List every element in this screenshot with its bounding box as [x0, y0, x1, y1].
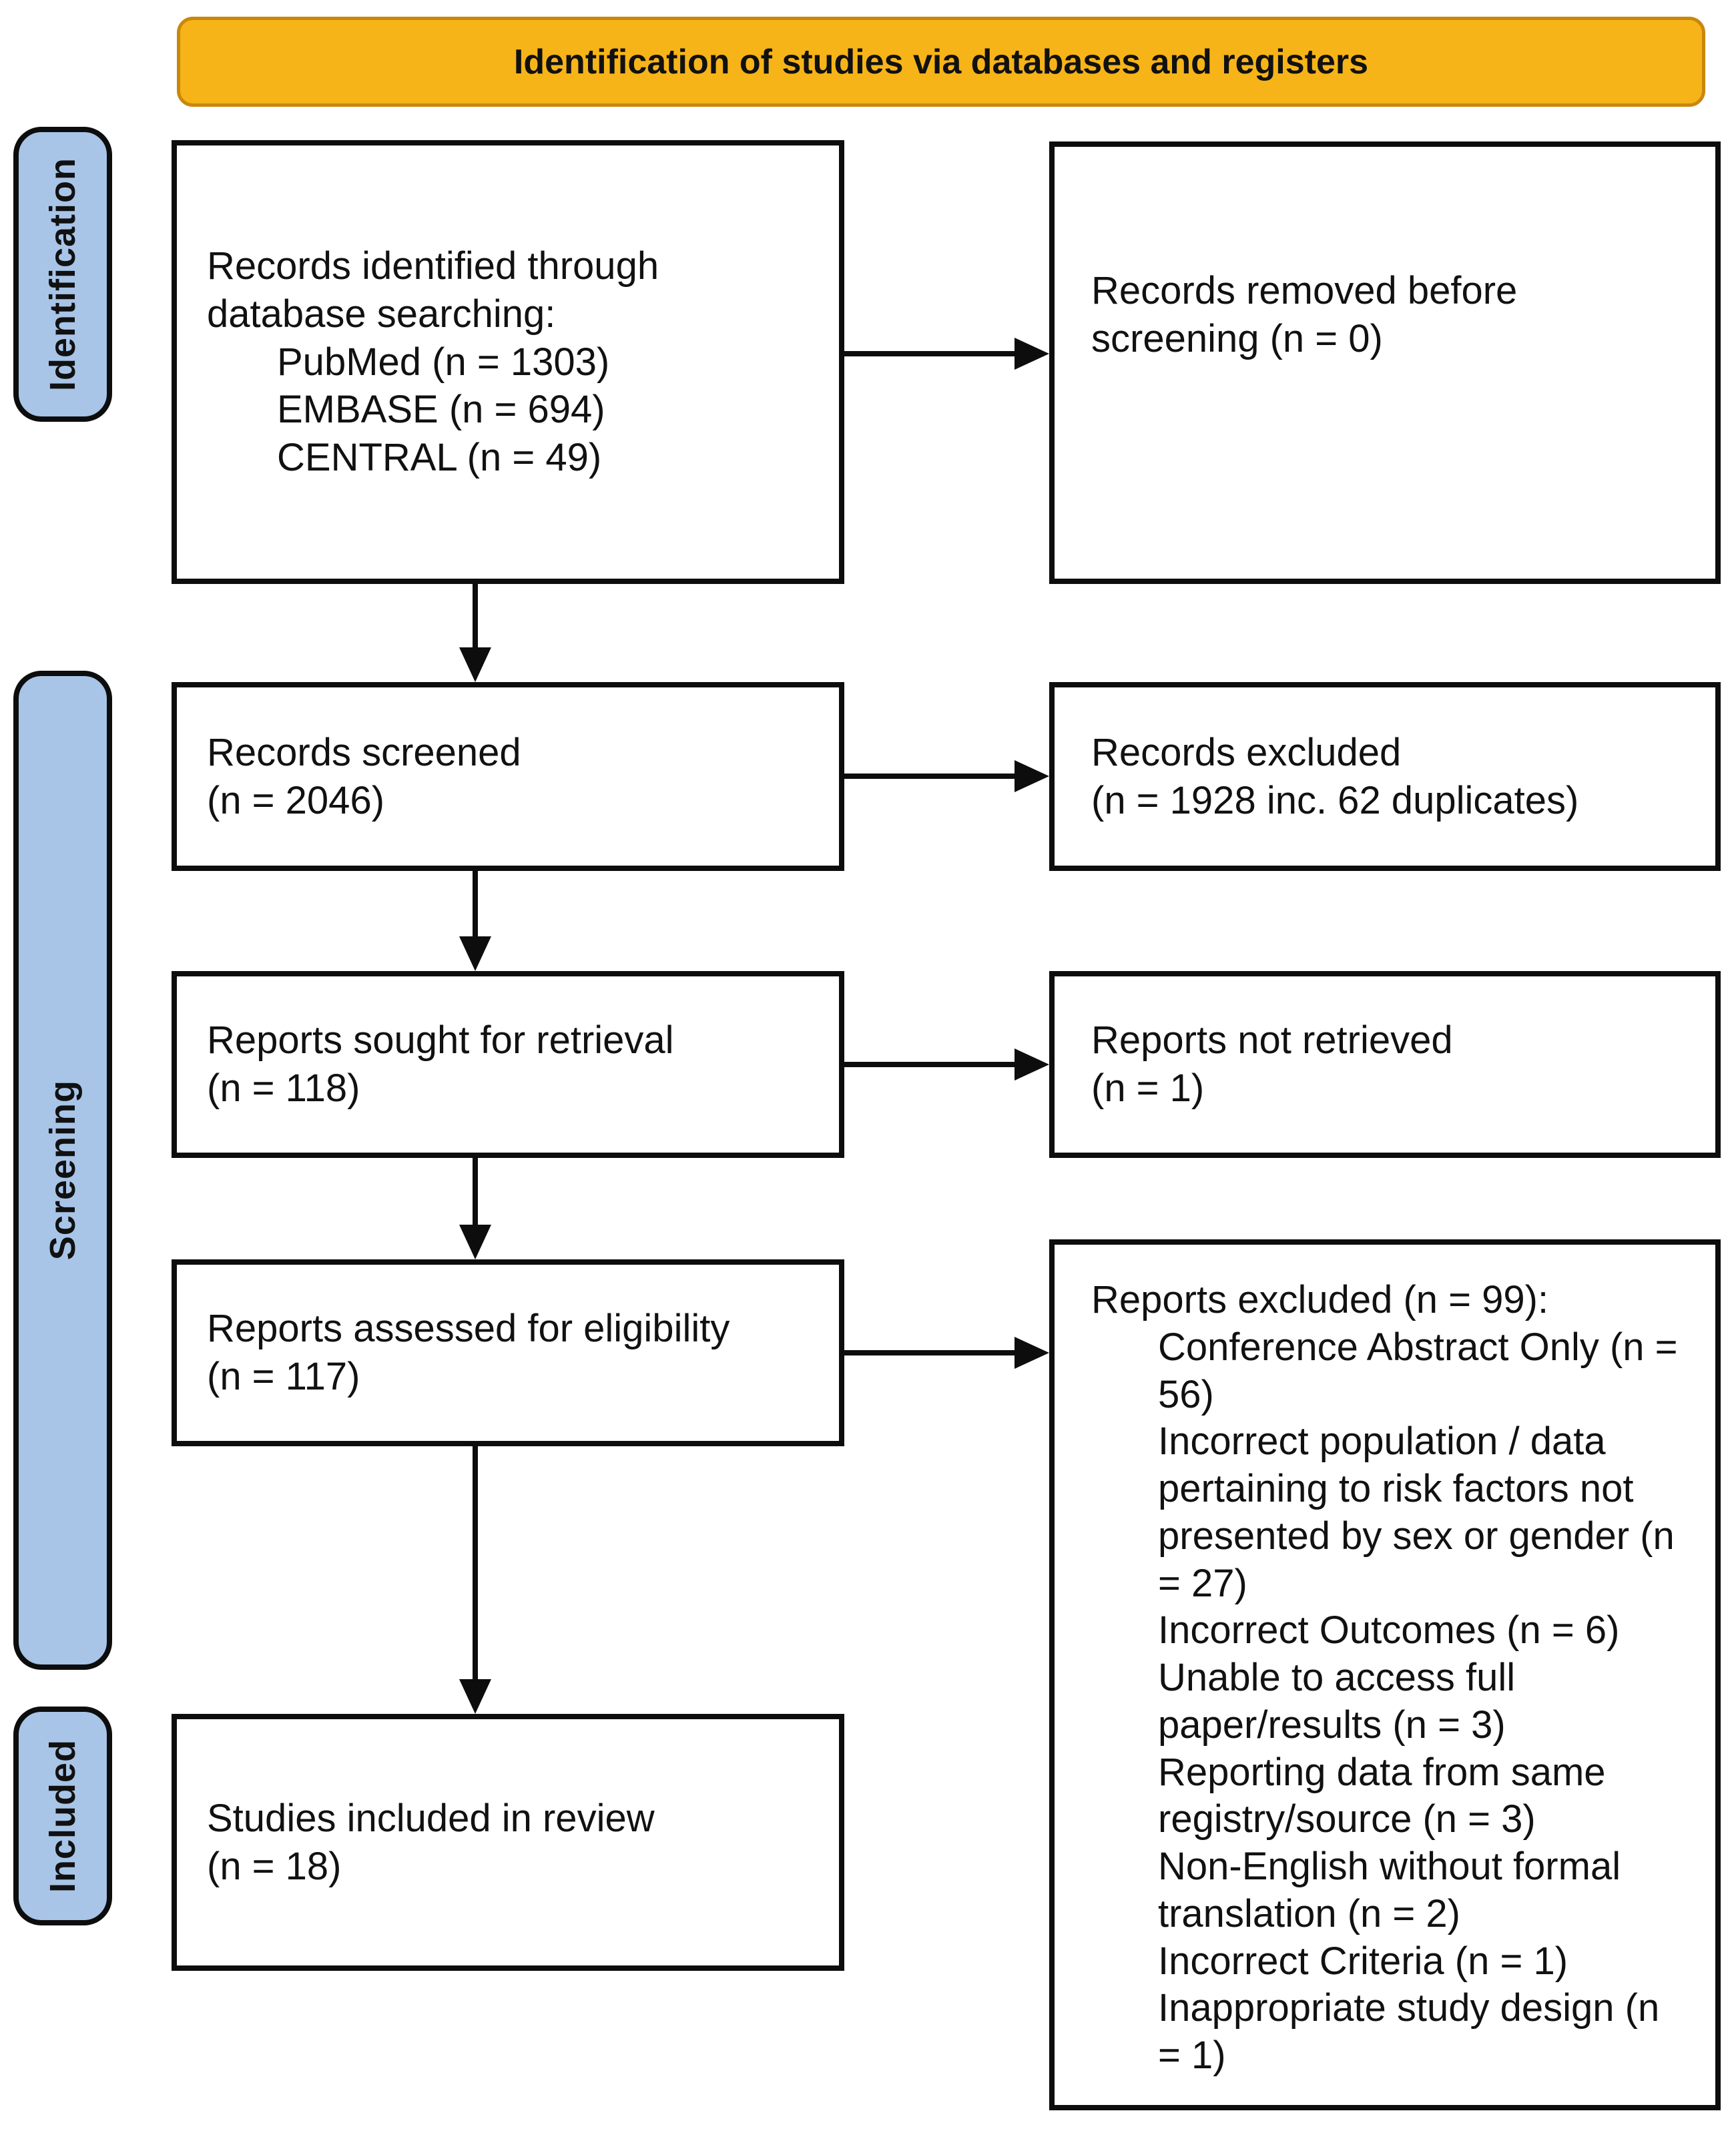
box-records-excluded: Records excluded (n = 1928 inc. 62 dupli… — [1049, 682, 1721, 871]
reports-assessed-label: Reports assessed for eligibility — [207, 1307, 730, 1351]
arrow-assessed-to-included-head — [459, 1679, 491, 1714]
arrow-sought-to-notretrieved-line — [844, 1062, 1015, 1067]
arrow-assessed-to-included-line — [473, 1446, 478, 1687]
source-central: CENTRAL (n = 49) — [277, 436, 602, 480]
exclusion-reason: Incorrect population / data pertaining t… — [1158, 1420, 1675, 1605]
stage-included: Included — [13, 1707, 112, 1925]
arrow-sought-to-notretrieved-head — [1015, 1048, 1049, 1081]
box-reports-sought: Reports sought for retrieval (n = 118) — [172, 971, 844, 1158]
stage-screening: Screening — [13, 671, 112, 1670]
reports-not-retrieved-label: Reports not retrieved — [1091, 1018, 1453, 1062]
records-excluded-count: (n = 1928 inc. 62 duplicates) — [1091, 778, 1579, 822]
studies-included-count: (n = 18) — [207, 1844, 342, 1888]
arrow-sought-to-assessed-line — [473, 1158, 478, 1233]
reports-assessed-count: (n = 117) — [207, 1355, 360, 1398]
arrow-identified-to-screened-line — [473, 584, 478, 655]
records-screened-count: (n = 2046) — [207, 778, 385, 822]
source-embase: EMBASE (n = 694) — [277, 388, 605, 432]
arrow-identified-to-removed-head — [1015, 338, 1049, 370]
reports-excluded-heading: Reports excluded (n = 99): — [1091, 1278, 1549, 1321]
stage-screening-label: Screening — [43, 1080, 83, 1261]
reports-not-retrieved-count: (n = 1) — [1091, 1066, 1205, 1110]
exclusion-reason: Incorrect Outcomes (n = 6) — [1158, 1608, 1620, 1652]
studies-included-label: Studies included in review — [207, 1796, 655, 1840]
records-identified-line1: Records identified through — [207, 244, 659, 288]
exclusion-reason: Reporting data from same registry/source… — [1158, 1750, 1606, 1841]
exclusion-reason: Inappropriate study design (n = 1) — [1158, 1986, 1660, 2077]
stage-identification-label: Identification — [43, 158, 83, 391]
exclusion-reason: Unable to access full paper/results (n =… — [1158, 1656, 1516, 1747]
records-screened-label: Records screened — [207, 730, 521, 774]
records-identified-line2: database searching: — [207, 292, 556, 336]
stage-included-label: Included — [43, 1739, 83, 1893]
arrow-identified-to-removed-line — [844, 351, 1015, 356]
arrow-screened-to-excluded-head — [1015, 760, 1049, 792]
arrow-screened-to-sought-line — [473, 871, 478, 944]
exclusion-reason: Incorrect Criteria (n = 1) — [1158, 1939, 1568, 1983]
arrow-identified-to-screened-head — [459, 647, 491, 682]
reports-sought-label: Reports sought for retrieval — [207, 1018, 674, 1062]
arrow-sought-to-assessed-head — [459, 1225, 491, 1259]
banner: Identification of studies via databases … — [177, 17, 1705, 107]
box-records-identified: Records identified through database sear… — [172, 140, 844, 584]
box-reports-excluded-reasons: Reports excluded (n = 99): Conference Ab… — [1049, 1239, 1721, 2110]
box-studies-included: Studies included in review (n = 18) — [172, 1714, 844, 1971]
source-pubmed: PubMed (n = 1303) — [277, 340, 610, 384]
arrow-screened-to-excluded-line — [844, 774, 1015, 779]
arrow-assessed-to-excludedreasons-line — [844, 1350, 1015, 1355]
records-removed-text: Records removed before screening (n = 0) — [1091, 269, 1518, 360]
box-records-removed: Records removed before screening (n = 0) — [1049, 141, 1721, 584]
arrow-screened-to-sought-head — [459, 936, 491, 971]
reports-sought-count: (n = 118) — [207, 1066, 360, 1110]
exclusion-reason: Non-English without formal translation (… — [1158, 1845, 1621, 1935]
box-reports-assessed: Reports assessed for eligibility (n = 11… — [172, 1259, 844, 1446]
banner-title: Identification of studies via databases … — [513, 42, 1369, 81]
records-excluded-label: Records excluded — [1091, 730, 1402, 774]
stage-identification: Identification — [13, 127, 112, 422]
box-records-screened: Records screened (n = 2046) — [172, 682, 844, 871]
arrow-assessed-to-excludedreasons-head — [1015, 1337, 1049, 1369]
box-reports-not-retrieved: Reports not retrieved (n = 1) — [1049, 971, 1721, 1158]
exclusion-reason: Conference Abstract Only (n = 56) — [1158, 1325, 1678, 1416]
